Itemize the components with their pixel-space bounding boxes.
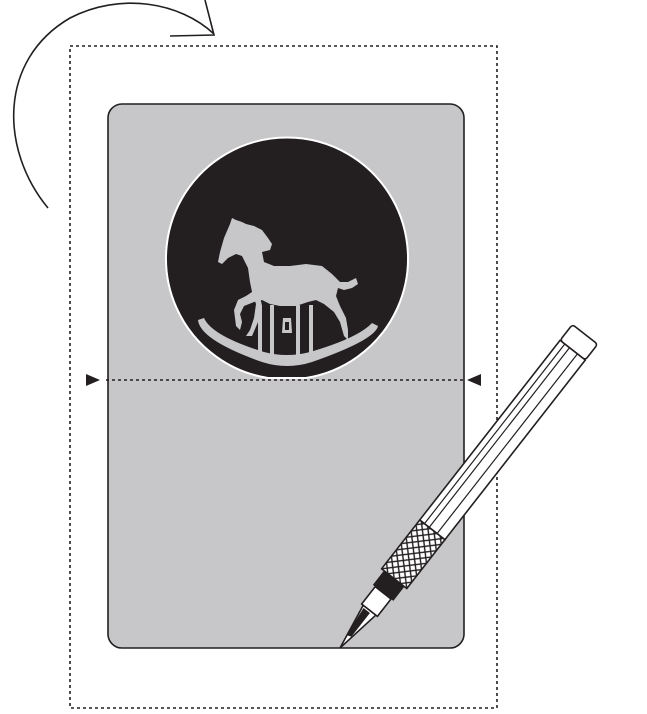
dark-circle [166, 138, 408, 378]
fold-arrowhead-left [86, 374, 100, 386]
rocking-horse-motif [166, 138, 408, 378]
fold-arrowhead-right [467, 374, 481, 386]
